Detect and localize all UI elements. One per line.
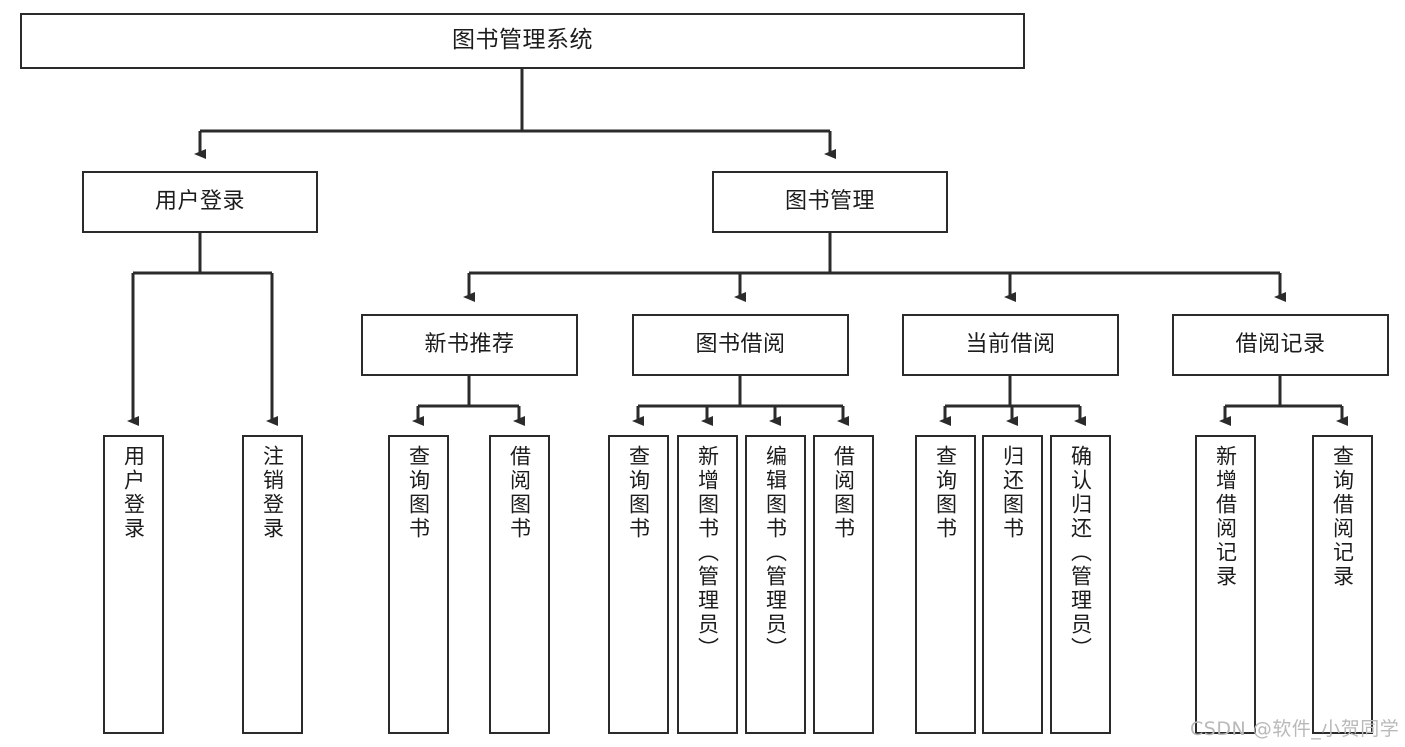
node-leaf-borrowrecord-query[interactable]: 查询借阅记录 [1312, 435, 1373, 734]
node-leaf-currentborrow-query[interactable]: 查询图书 [915, 435, 976, 734]
node-leaf-newbook-borrow[interactable]: 借阅图书 [489, 435, 550, 734]
node-leaf-user-login-signin[interactable]: 用户登录 [103, 435, 164, 734]
node-label: 图书管理 [784, 189, 875, 215]
node-label: 查询图书 [626, 445, 651, 541]
node-label: 编辑图书（管理员） [763, 445, 788, 661]
node-current-borrow[interactable]: 当前借阅 [902, 314, 1119, 376]
node-label: 查询图书 [933, 445, 958, 541]
node-leaf-bookborrow-borrow[interactable]: 借阅图书 [813, 435, 874, 734]
node-label: 借阅图书 [507, 445, 532, 541]
node-label: 新增借阅记录 [1213, 445, 1238, 589]
node-label: 图书管理系统 [452, 27, 593, 54]
node-root-system[interactable]: 图书管理系统 [20, 13, 1025, 69]
node-label: 确认归还（管理员） [1068, 445, 1093, 661]
node-label: 用户登录 [154, 189, 245, 215]
node-label: 借阅记录 [1235, 332, 1326, 358]
node-label: 借阅图书 [831, 445, 856, 541]
node-label: 新书推荐 [424, 332, 515, 358]
node-leaf-borrowrecord-add[interactable]: 新增借阅记录 [1195, 435, 1256, 734]
node-label: 图书借阅 [695, 332, 786, 358]
node-user-login[interactable]: 用户登录 [82, 171, 318, 233]
node-label: 当前借阅 [965, 332, 1056, 358]
node-label: 新增图书（管理员） [695, 445, 720, 661]
node-book-borrow[interactable]: 图书借阅 [632, 314, 849, 376]
node-label: 归还图书 [1000, 445, 1025, 541]
node-leaf-bookborrow-add[interactable]: 新增图书（管理员） [677, 435, 738, 734]
node-borrow-record[interactable]: 借阅记录 [1172, 314, 1389, 376]
node-leaf-bookborrow-query[interactable]: 查询图书 [608, 435, 669, 734]
node-leaf-currentborrow-confirm-return[interactable]: 确认归还（管理员） [1050, 435, 1111, 734]
node-leaf-newbook-query[interactable]: 查询图书 [388, 435, 449, 734]
node-leaf-bookborrow-edit[interactable]: 编辑图书（管理员） [745, 435, 806, 734]
node-label: 查询图书 [406, 445, 431, 541]
csdn-watermark: CSDN @软件_小贺同学 [1190, 718, 1400, 740]
node-label: 用户登录 [121, 445, 146, 541]
node-label: 注销登录 [260, 445, 285, 541]
node-book-management[interactable]: 图书管理 [712, 171, 948, 233]
node-leaf-currentborrow-return[interactable]: 归还图书 [982, 435, 1043, 734]
node-leaf-user-login-signout[interactable]: 注销登录 [242, 435, 303, 734]
node-new-book-recommend[interactable]: 新书推荐 [361, 314, 578, 376]
node-label: 查询借阅记录 [1330, 445, 1355, 589]
